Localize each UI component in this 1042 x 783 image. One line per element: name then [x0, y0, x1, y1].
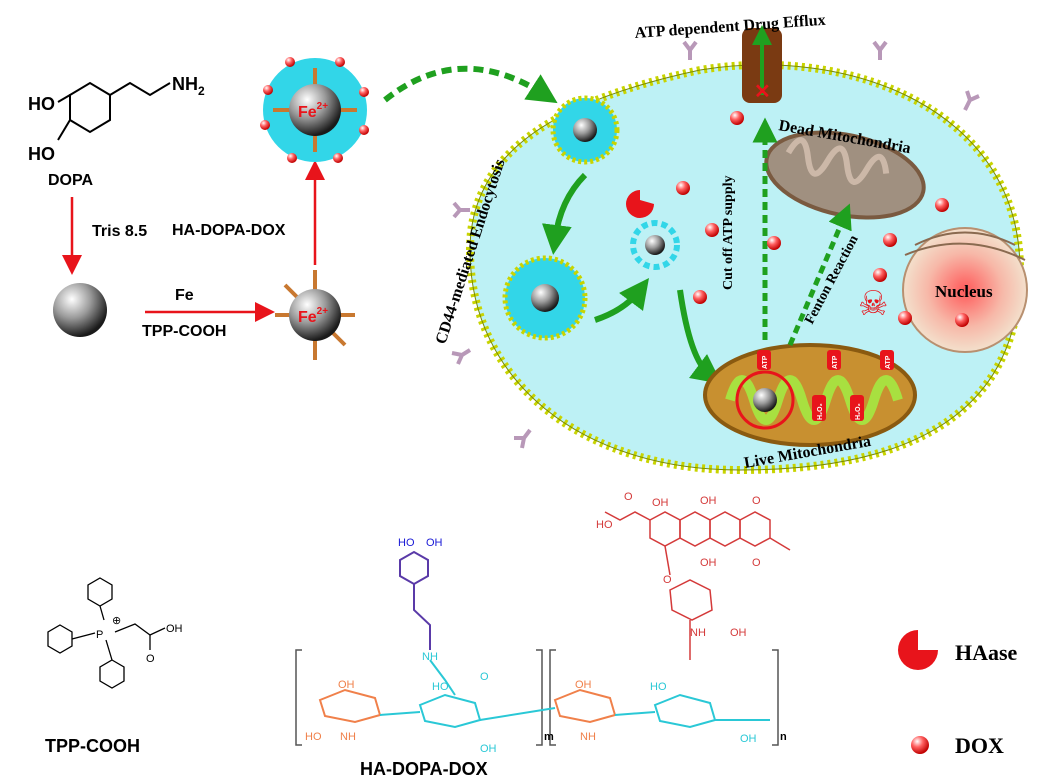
svg-text:OH: OH [740, 733, 757, 745]
svg-text:⊕: ⊕ [112, 615, 121, 627]
ha-dopa-dox-structure: m n HO OH NH O OH HO NH HO OH OH NH HO O… [295, 491, 791, 755]
svg-text:O: O [624, 491, 633, 503]
svg-text:P: P [96, 629, 103, 641]
legend-haase: HAase [955, 640, 1018, 665]
efflux-label: ATP dependent Drug Efflux [634, 12, 826, 42]
ha-dopa-dox-label: HA-DOPA-DOX [360, 759, 488, 779]
blocked-x-icon: ✕ [754, 81, 771, 103]
svg-text:NH: NH [340, 731, 356, 743]
svg-text:OH: OH [480, 743, 497, 755]
arrow-fenton [787, 203, 852, 346]
skull-crossbones-icon: ☠ [858, 285, 888, 323]
fe-tpp-nanoparticle: Fe2+ [275, 270, 355, 360]
arrow-to-mito [677, 289, 722, 385]
svg-text:O: O [752, 557, 761, 569]
haase-pacman-icon [626, 190, 654, 218]
dopa-label: DOPA [48, 172, 93, 189]
svg-text:HO: HO [650, 681, 667, 693]
step-tpp: TPP-COOH [142, 323, 226, 340]
h2o2-tag: H₂O₂ [855, 403, 862, 420]
svg-text:HO: HO [305, 731, 322, 743]
arrow-endosome-release [594, 278, 650, 323]
svg-text:OH: OH [338, 679, 355, 691]
svg-text:HO: HO [432, 681, 449, 693]
tpp-cooh-label: TPP-COOH [45, 736, 140, 756]
arrow-vesicle-down [541, 172, 588, 255]
svg-text:NH: NH [422, 651, 438, 663]
svg-text:n: n [780, 731, 787, 743]
svg-text:OH: OH [652, 497, 669, 509]
tpp-cooh-structure: P ⊕ OH O [47, 577, 183, 689]
svg-text:O: O [663, 574, 672, 586]
svg-text:OH: OH [166, 623, 183, 635]
dopa-ho-bottom: HO [28, 144, 55, 164]
svg-text:HO: HO [596, 519, 613, 531]
step-fe: Fe [175, 287, 194, 304]
atp-supply-label: Cut off ATP supply [721, 176, 736, 291]
atp-tag: ATP [762, 355, 769, 369]
arrow-to-cell [383, 65, 558, 104]
svg-text:O: O [146, 653, 155, 665]
dox-molecules [676, 111, 969, 327]
h2o2-tag: H₂O₂ [817, 403, 824, 420]
released-nanoparticle [630, 220, 680, 270]
atp-tag: ATP [832, 355, 839, 369]
step-ha-dopa-dox: HA-DOPA-DOX [172, 222, 286, 239]
svg-text:OH: OH [700, 557, 717, 569]
legend-dox: DOX [955, 733, 1004, 758]
svg-text:OH: OH [730, 627, 747, 639]
dopa-nh2: NH [172, 74, 198, 94]
dopa-structure: HO HO NH2 DOPA [28, 74, 205, 189]
svg-text:Fe2+: Fe2+ [298, 306, 328, 326]
haase-pacman-icon [898, 630, 938, 670]
svg-text:OH: OH [426, 537, 443, 549]
dopa-ho-top: HO [28, 94, 55, 114]
svg-text:NH2: NH2 [172, 74, 205, 98]
svg-text:NH: NH [690, 627, 706, 639]
live-mitochondria: ATP ATP ATP H₂O₂ H₂O₂ [703, 343, 917, 447]
svg-text:OH: OH [575, 679, 592, 691]
atp-tag: ATP [885, 355, 892, 369]
legend: HAase DOX [898, 630, 1018, 758]
nucleus [902, 227, 1028, 353]
ha-coated-nanoparticle: Fe2+ [260, 57, 369, 163]
pda-nanoparticle [53, 283, 107, 337]
svg-text:O: O [480, 671, 489, 683]
endosome [502, 255, 588, 341]
svg-text:NH: NH [580, 731, 596, 743]
step-tris: Tris 8.5 [92, 223, 147, 240]
svg-text:OH: OH [700, 495, 717, 507]
svg-text:HO: HO [398, 537, 415, 549]
svg-text:Fe2+: Fe2+ [298, 101, 328, 121]
svg-text:m: m [544, 731, 554, 743]
nucleus-label: Nucleus [935, 282, 993, 301]
efflux-pump: ✕ [742, 25, 782, 103]
endocytic-vesicle [550, 95, 620, 165]
svg-text:O: O [752, 495, 761, 507]
dox-sphere-icon [911, 736, 929, 754]
